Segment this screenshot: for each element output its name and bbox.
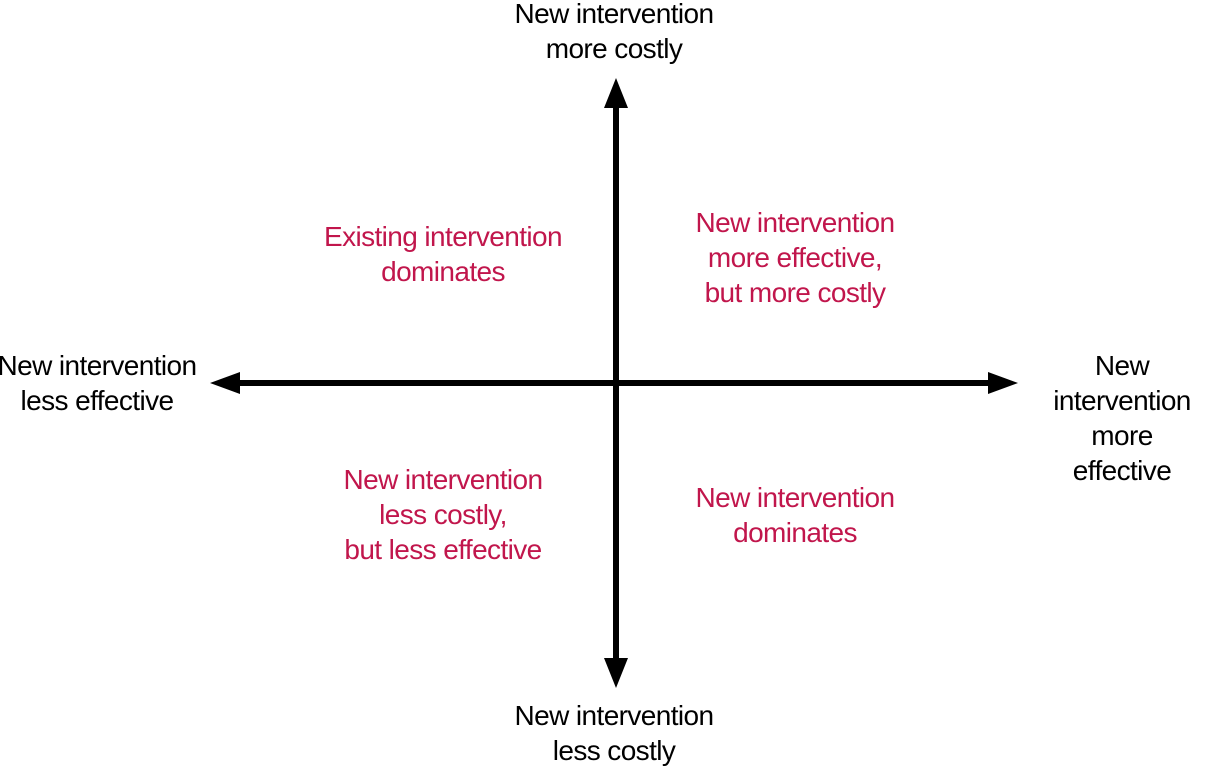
arrowhead-up-icon — [604, 78, 628, 108]
quadrant-label-existing-dominates: Existing intervention dominates — [324, 221, 563, 287]
arrowhead-right-icon — [988, 372, 1018, 394]
quadrant-label-new-dominates: New intervention dominates — [695, 482, 896, 548]
quadrant-label-less-costly-less-effective: New intervention less costly, but less e… — [343, 464, 544, 565]
quadrant-label-more-effective-more-costly: New intervention more effective, but mor… — [695, 207, 896, 308]
arrowhead-left-icon — [210, 372, 240, 394]
axis-label-more-costly: New intervention more costly — [514, 0, 715, 64]
axis-label-less-effective: New intervention less effective — [0, 350, 197, 416]
axis-label-less-costly: New intervention less costly — [514, 700, 715, 766]
axis-label-more-effective: New intervention more effective — [1053, 350, 1191, 486]
arrowhead-down-icon — [604, 658, 628, 688]
